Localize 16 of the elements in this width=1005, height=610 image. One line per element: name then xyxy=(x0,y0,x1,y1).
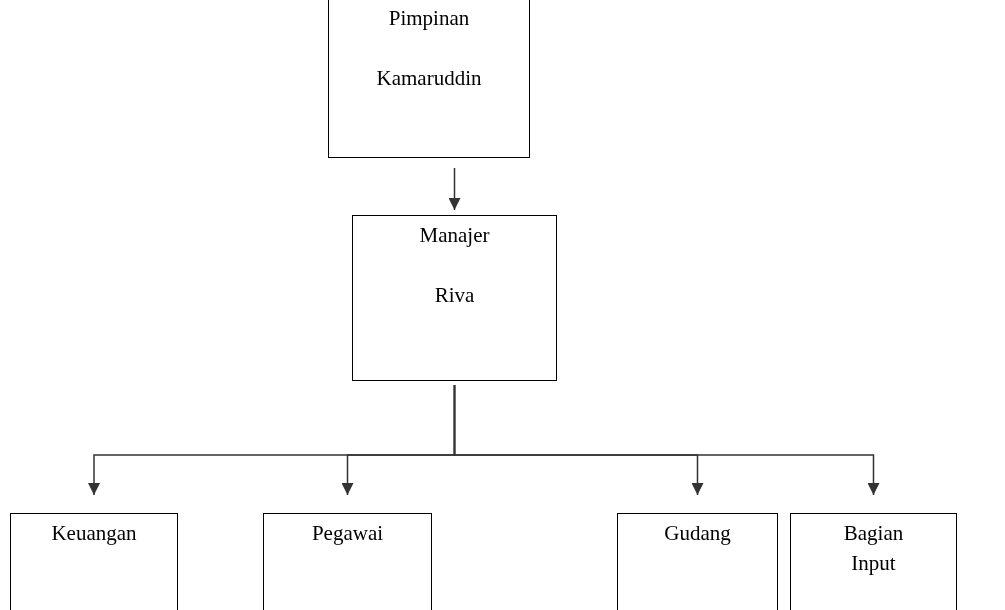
role-label: Gudang xyxy=(663,520,732,547)
org-box xyxy=(263,513,432,610)
org-box xyxy=(10,513,178,610)
org-box xyxy=(328,0,530,158)
connector-arrow xyxy=(453,384,880,496)
name-label: Riva xyxy=(433,282,476,309)
name-label: Kamaruddin xyxy=(375,65,483,92)
org-box xyxy=(790,513,957,610)
role-label: Keuangan xyxy=(50,520,138,547)
org-box xyxy=(352,215,557,381)
role-label: Pegawai xyxy=(310,520,385,547)
connector-arrow xyxy=(448,167,461,211)
role-label: Pimpinan xyxy=(387,5,471,32)
role-label: Bagian Input xyxy=(842,520,905,577)
role-label: Manajer xyxy=(418,222,491,249)
org-box xyxy=(617,513,778,610)
